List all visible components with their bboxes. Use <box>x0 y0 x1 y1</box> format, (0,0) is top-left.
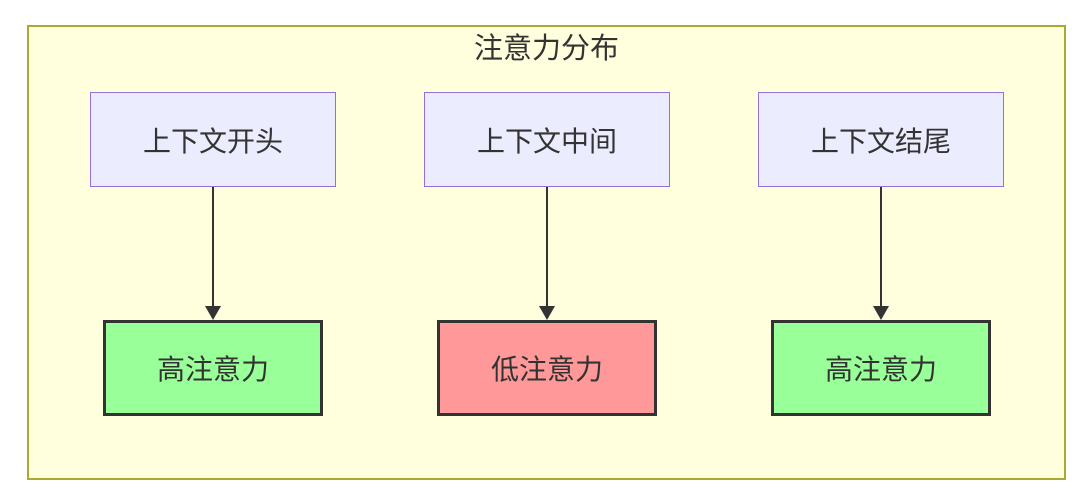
node-label: 上下文结尾 <box>810 125 951 157</box>
node-label: 高注意力 <box>824 354 937 385</box>
node-low-attention: 低注意力 <box>437 320 657 416</box>
node-label: 低注意力 <box>490 354 603 385</box>
arrowhead-down-icon <box>873 306 889 320</box>
node-label: 上下文中间 <box>476 125 617 157</box>
arrow-beginning-to-high <box>205 187 221 320</box>
node-context-beginning: 上下文开头 <box>90 92 336 187</box>
arrow-middle-to-low <box>539 187 555 320</box>
node-context-end: 上下文结尾 <box>758 92 1004 187</box>
arrow-line <box>546 187 548 307</box>
node-context-middle: 上下文中间 <box>424 92 670 187</box>
node-label: 上下文开头 <box>142 125 283 157</box>
arrowhead-down-icon <box>539 306 555 320</box>
node-high-attention-1: 高注意力 <box>103 320 323 416</box>
arrow-line <box>212 187 214 307</box>
arrow-end-to-high <box>873 187 889 320</box>
diagram-title: 注意力分布 <box>473 33 619 65</box>
arrow-line <box>880 187 882 307</box>
node-label: 高注意力 <box>156 354 269 385</box>
node-high-attention-2: 高注意力 <box>771 320 991 416</box>
arrowhead-down-icon <box>205 306 221 320</box>
